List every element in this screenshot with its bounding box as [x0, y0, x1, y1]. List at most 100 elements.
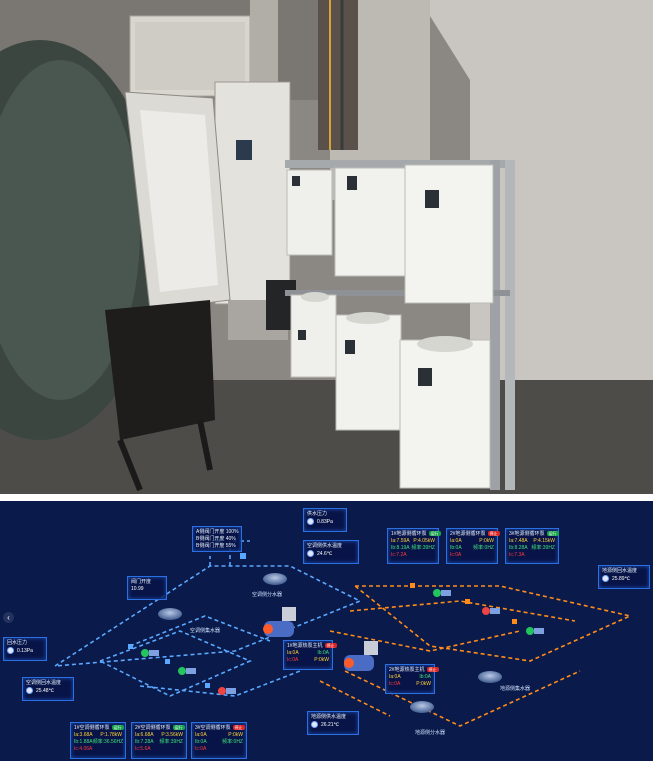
status-badge: 停止 [426, 667, 439, 673]
power-value: P:3.56kW [161, 732, 183, 738]
equipment-photo-drawing [0, 0, 653, 494]
frequency-value: 频率:36.56HZ [92, 739, 124, 745]
gauge-icon [307, 518, 314, 525]
ground-supply-temp-title: 地源侧供水温度 [311, 714, 347, 720]
phase-b-current: Ib:7.28A [135, 739, 154, 745]
scada-panel: ‹ 供水压力 0.83Pa 空调侧供水温度 24.6℃ A侧阀门开度 100% … [0, 501, 653, 761]
ac-water-collector-label: 空调侧集水器 [190, 628, 221, 634]
valve-opening-value: 10.99 [131, 586, 144, 592]
phase-a-current: Ia:3.68A [74, 732, 93, 738]
tank-icons [158, 573, 502, 713]
valve-open-box: A侧阀门开度 100% B侧阀门开度 40% B侧阀门开度 55% [192, 526, 242, 552]
frequency-value: 频率:39HZ [531, 545, 555, 551]
pipe-network [54, 539, 633, 727]
power-value: P:0kW [416, 681, 431, 687]
ground-supply-temp-box: 地源侧供水温度 26.21℃ [307, 711, 359, 735]
phase-b-current: Ib:0A [450, 545, 462, 551]
status-badge: 停止 [232, 725, 245, 731]
valve-a-open: A侧阀门开度 100% [196, 529, 239, 535]
phase-b-current: Ib:1.88A [74, 739, 93, 745]
power-value: P:0kW [228, 732, 243, 738]
thermometer-icon [602, 575, 609, 582]
ac-return-temp-box: 空调侧回水温度 25.48℃ [22, 677, 74, 701]
frequency-value: 频率:39HZ [159, 739, 183, 745]
ac-supply-temp-value: 24.6℃ [317, 550, 333, 557]
panel-gap [0, 494, 653, 501]
phase-b-current: Ib:0A [419, 674, 431, 680]
frequency-value: 频率:0HZ [222, 739, 243, 745]
status-badge: 运行 [111, 725, 124, 731]
power-value: P:4.05kW [413, 538, 435, 544]
phase-b-current: Ib:0A [195, 739, 207, 745]
return-pressure-box: 回水压力 0.13Pa [3, 637, 47, 661]
power-value: P:0kW [314, 657, 329, 663]
host-title: 1#地源热泵主机 [287, 643, 323, 649]
ground-pump-2-box[interactable]: 2#地源侧循环泵停止 Ia:0A P:0kW Ib:0A 频率:0HZ Ic:0A [446, 528, 500, 564]
power-value: P:1.78kW [100, 732, 122, 738]
ac-return-temp-title: 空调侧回水温度 [26, 680, 62, 686]
pump-title: 2#空调侧循环泵 [135, 725, 171, 731]
phase-c-current: Ic:5.6A [135, 746, 151, 752]
supply-pressure-box: 供水压力 0.83Pa [303, 508, 347, 532]
phase-c-current: Ic:0A [450, 552, 462, 558]
frequency-value: 频率:0HZ [473, 545, 494, 551]
phase-c-current: Ic:7.3A [509, 552, 525, 558]
gauge-icon [7, 647, 14, 654]
phase-c-current: Ic:7.2A [391, 552, 407, 558]
phase-a-current: Ia:6.68A [135, 732, 154, 738]
pump-title: 3#地源侧循环泵 [509, 531, 545, 537]
phase-c-current: Ic:0A [389, 681, 401, 687]
ground-return-temp-title: 地源侧回水温度 [602, 568, 638, 574]
ac-water-divider-label: 空调侧分水器 [252, 592, 283, 598]
phase-a-current: Ia:0A [287, 650, 299, 656]
power-value: P:0kW [479, 538, 494, 544]
ground-supply-temp-value: 26.21℃ [321, 721, 340, 728]
thermometer-icon [311, 721, 318, 728]
pump-title: 2#地源侧循环泵 [450, 531, 486, 537]
equipment-room-photo [0, 0, 653, 494]
return-pressure-title: 回水压力 [7, 640, 28, 646]
ground-return-temp-box: 地源侧回水温度 25.89℃ [598, 565, 650, 589]
thermometer-icon [26, 687, 33, 694]
valve-opening-box: 阀门开度 10.99 [127, 576, 167, 600]
thermometer-icon [307, 550, 314, 557]
phase-c-current: Ic:0A [287, 657, 299, 663]
status-badge: 停止 [487, 531, 500, 537]
status-badge: 运行 [172, 725, 185, 731]
phase-a-current: Ia:7.59A [391, 538, 410, 544]
ac-supply-temp-title: 空调侧供水温度 [307, 543, 343, 549]
supply-pressure-value: 0.83Pa [317, 518, 333, 525]
ground-return-temp-value: 25.89℃ [612, 575, 631, 582]
frequency-value: 频率:39HZ [411, 545, 435, 551]
back-button[interactable]: ‹ [3, 612, 14, 623]
ground-water-divider-label: 地源侧分水器 [415, 730, 446, 736]
heat-pump-host-2-box[interactable]: 2#地源热泵主机停止 Ia:0A Ib:0A Ic:0A P:0kW [385, 664, 439, 694]
power-value: P:4.15kW [533, 538, 555, 544]
host-title: 2#地源热泵主机 [389, 667, 425, 673]
phase-a-current: Ia:0A [195, 732, 207, 738]
status-badge: 运行 [428, 531, 441, 537]
return-pressure-value: 0.13Pa [17, 647, 33, 654]
valve-c-open: B侧阀门开度 55% [196, 543, 236, 549]
status-badge: 运行 [546, 531, 559, 537]
phase-b-current: Ib:8.28A [509, 545, 528, 551]
phase-a-current: Ia:0A [450, 538, 462, 544]
ground-water-collector-label: 地源侧集水器 [500, 686, 531, 692]
phase-a-current: Ia:0A [389, 674, 401, 680]
valve-opening-title: 阀门开度 [131, 579, 152, 585]
pump-title: 1#空调侧循环泵 [74, 725, 110, 731]
ac-supply-temp-box: 空调侧供水温度 24.6℃ [303, 540, 359, 564]
status-badge: 停止 [324, 643, 337, 649]
ac-pump-2-box[interactable]: 2#空调侧循环泵运行 Ia:6.68A P:3.56kW Ib:7.28A 频率:3… [131, 722, 187, 759]
valve-b-open: B侧阀门开度 40% [196, 536, 236, 542]
phase-c-current: Ic:0A [195, 746, 207, 752]
phase-b-current: Ib:8.19A [391, 545, 410, 551]
phase-a-current: Ia:7.48A [509, 538, 528, 544]
supply-pressure-title: 供水压力 [307, 511, 328, 517]
